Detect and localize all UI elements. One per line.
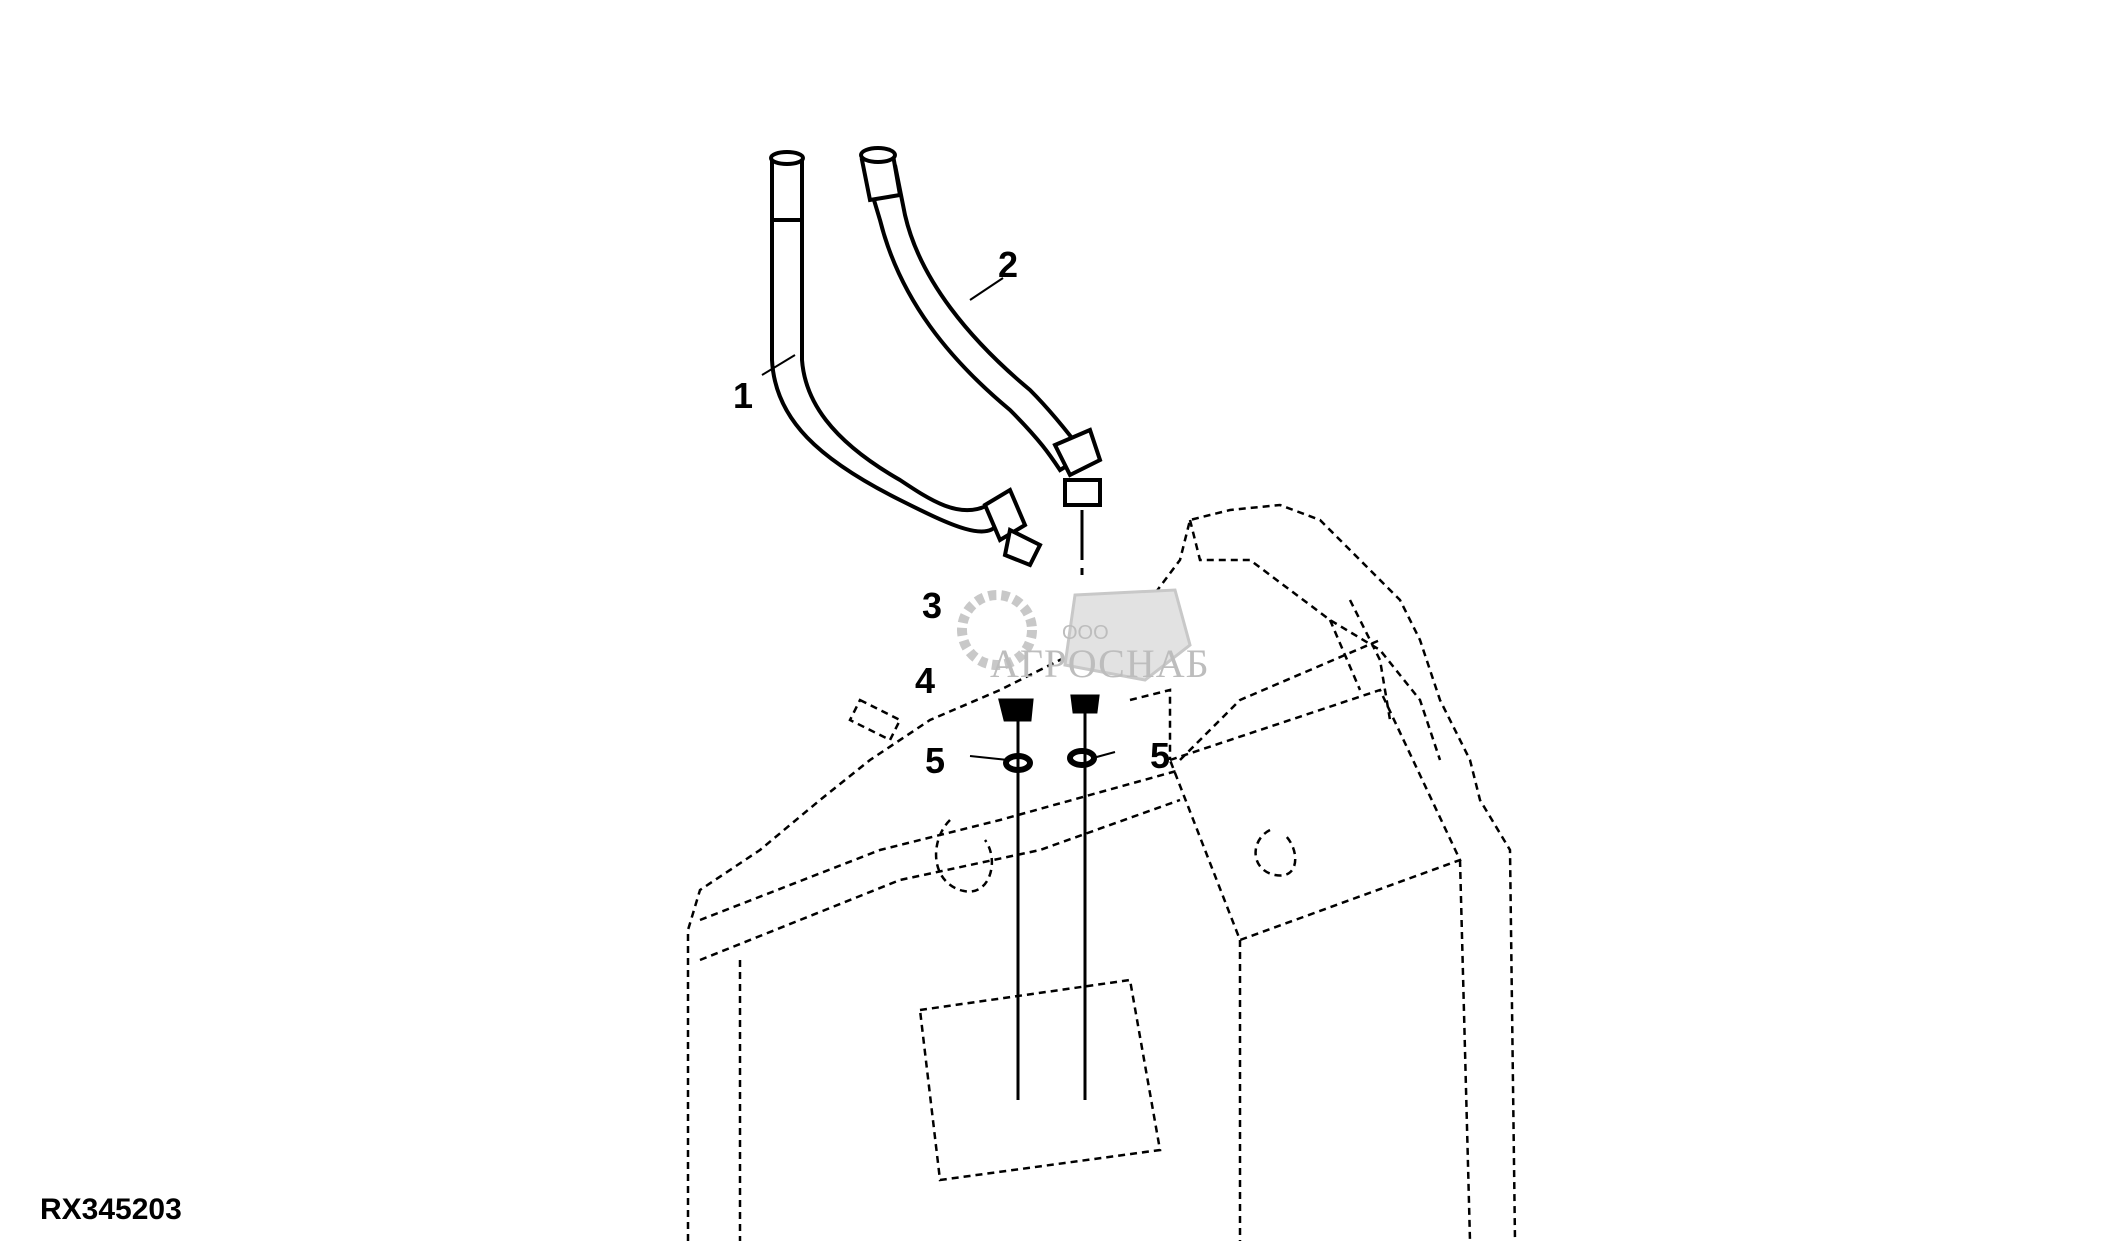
callout-4: 4 [915,660,936,701]
watermark-name: АГРОСНАБ [990,641,1210,686]
figure-id: RX345203 [40,1193,182,1226]
assembly-axes [1016,510,1087,1100]
watermark-prefix: ООО [1062,622,1109,644]
hose-2 [859,146,1103,507]
callout-3: 3 [922,585,943,626]
callout-1: 1 [733,375,754,416]
callout-5-right: 5 [1150,735,1171,776]
transmission-housing [686,503,1517,1241]
watermark-logo [955,585,1205,695]
callout-5-left: 5 [925,740,946,781]
leader-lines [761,277,1116,761]
hose-1 [769,150,1043,568]
callout-2: 2 [998,244,1019,285]
fittings [998,694,1100,773]
